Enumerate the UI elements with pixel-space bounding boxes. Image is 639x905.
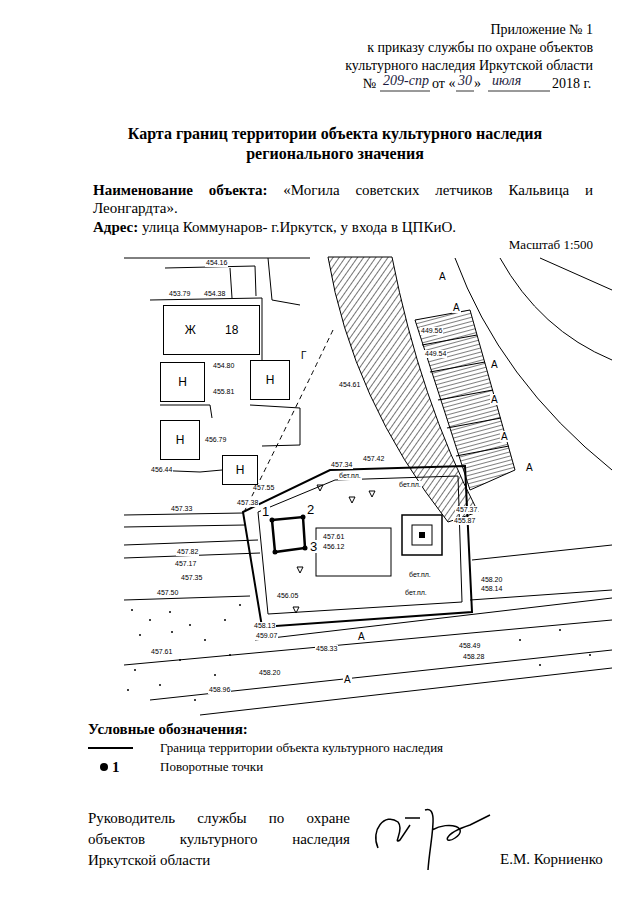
elevation-mark: 456.05 [276, 592, 299, 600]
header-text: Приложение № 1 [491, 22, 594, 38]
building-mark: Н [176, 434, 185, 447]
map-letter: А [357, 631, 366, 642]
handwritten-entry: 30 [458, 73, 472, 89]
elevation-mark: 457.38 [236, 499, 259, 507]
elevation-mark: 458.13 [253, 622, 276, 630]
elevation-mark: 453.79 [168, 290, 191, 298]
building-mark: Н [178, 376, 187, 389]
elevation-mark: 455.87 [453, 517, 476, 525]
map-letter: А [500, 431, 509, 442]
legend-sample-number: 1 [112, 759, 120, 776]
header-text: 2018 г. [552, 76, 591, 92]
header-text: № [363, 76, 376, 92]
building-outline: Н [250, 360, 290, 400]
header-text: культурного наследия Иркутской области [345, 58, 593, 74]
elevation-mark: 457.42 [362, 455, 385, 463]
elevation-mark: 458.20 [258, 669, 281, 677]
building-outline: Н [222, 455, 258, 485]
elevation-mark: 457.34 [330, 461, 353, 469]
building-outline: Н [160, 362, 205, 402]
building-mark: Н [236, 464, 245, 477]
building-mark: Н [266, 374, 275, 387]
elevation-mark: 458.14 [480, 585, 503, 593]
turning-point-number: 2 [306, 503, 315, 516]
elevation-mark: 457.17 [174, 560, 197, 568]
elevation-mark: 457.35 [180, 574, 203, 582]
elevation-mark: 457.55 [252, 484, 275, 492]
elevation-mark: 454.80 [212, 362, 235, 370]
signer-name: Е.М. Корниенко [500, 851, 603, 868]
building-outline: Ж 18 [163, 305, 260, 355]
map-letter: Г [300, 350, 307, 361]
elevation-mark: бет.пл. [404, 589, 428, 597]
building-mark: 18 [225, 324, 238, 337]
elevation-mark: 458.96 [208, 686, 231, 694]
elevation-mark: 457.33 [170, 505, 193, 513]
elevation-mark: 456.12 [322, 543, 345, 551]
elevation-mark: 454.16 [205, 259, 228, 267]
legend-text: Граница территории объекта культурного н… [160, 740, 443, 755]
elevation-mark: 457.50 [156, 589, 179, 597]
text-paragraph: Наименование объекта: «Могила советских … [93, 181, 593, 217]
building-outline: Н [160, 420, 200, 460]
scale-label: Масштаб 1:500 [509, 237, 593, 252]
turning-point-number: 1 [261, 505, 270, 518]
elevation-mark: 457.61 [150, 648, 173, 656]
elevation-mark: 449.56 [420, 327, 443, 335]
elevation-mark: бет.пл. [398, 481, 422, 489]
elevation-mark: 457.37 [455, 506, 478, 514]
elevation-mark: 457.61 [322, 533, 345, 541]
map-title: Карта границ территории объекта культурн… [115, 124, 555, 164]
elevation-mark: 454.38 [203, 290, 226, 298]
elevation-mark: 458.28 [462, 653, 485, 661]
elevation-mark: 454.61 [338, 381, 361, 389]
turning-point-number: 3 [309, 540, 318, 553]
header-text: » [474, 76, 481, 92]
map-letter: А [343, 674, 352, 685]
map-letter: А [452, 302, 461, 313]
map-letter: А [438, 271, 447, 282]
legend-text: Поворотные точки [160, 759, 263, 774]
text-paragraph: Адрес: улица Коммунаров- г.Иркутск, у вх… [93, 218, 593, 236]
handwritten-entry: 209-спр [383, 73, 429, 89]
header-text: к приказу службы по охране объектов [367, 40, 593, 56]
elevation-mark: 449.54 [424, 350, 447, 358]
signer-position: Руководитель службы по охране объектов к… [88, 808, 350, 871]
field-name: Наименование объекта: [93, 182, 268, 198]
elevation-mark: 455.81 [212, 388, 235, 396]
field-value: улица Коммунаров- г.Иркутск, у входа в Ц… [142, 219, 456, 235]
elevation-mark: бет.пл. [408, 571, 432, 579]
elevation-mark: 456.44 [150, 466, 173, 474]
elevation-mark: бет.пл. [338, 472, 362, 480]
field-name: Адрес: [93, 219, 138, 235]
map-letter: А [525, 462, 534, 473]
handwritten-entry: июля [492, 73, 521, 89]
elevation-mark: 458.20 [480, 576, 503, 584]
elevation-mark: 457.82 [176, 548, 199, 556]
legend-heading: Условные обозначения: [88, 721, 248, 738]
elevation-mark: 458.33 [315, 645, 338, 653]
map-letter: А [490, 359, 499, 370]
map-letter: А [490, 394, 499, 405]
elevation-mark: 458.49 [458, 642, 481, 650]
elevation-mark: 456.79 [204, 436, 227, 444]
elevation-mark: 459.07 [255, 632, 278, 640]
header-text: от « [432, 76, 455, 92]
building-mark: Ж [185, 324, 196, 337]
